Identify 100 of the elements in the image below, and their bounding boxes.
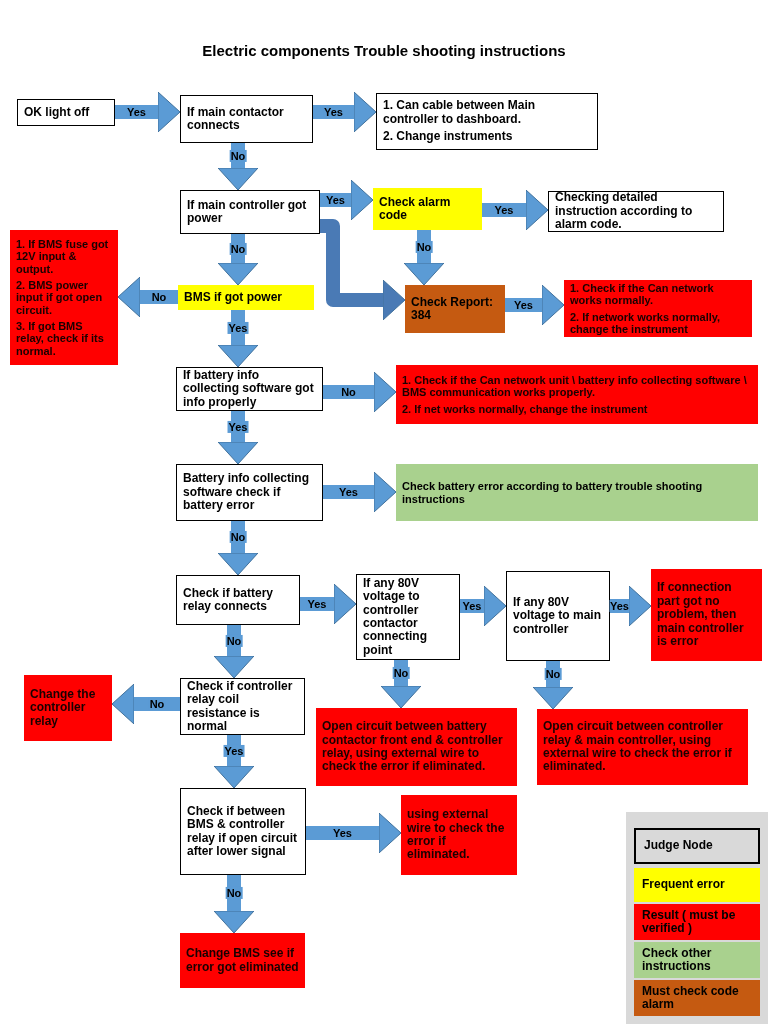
node-text: Open circuit between controller relay & main controller, using external wire to check the error if eliminated.	[543, 720, 733, 774]
process-box	[176, 575, 300, 625]
node-text: BMS if got power	[184, 290, 283, 305]
legend-text: Judge Node	[644, 839, 713, 853]
node-text: If battery info collecting software got info properly	[183, 368, 315, 410]
block-arrow	[217, 411, 259, 465]
block-arrow	[213, 875, 255, 934]
node-text: 2. Change instruments	[383, 130, 514, 144]
result-box	[316, 708, 517, 786]
block-arrow	[532, 661, 574, 710]
alarm-check-box	[405, 285, 505, 333]
process-box	[180, 788, 306, 875]
edge-label: Yes	[126, 105, 147, 119]
node-text: If main controller got power	[187, 198, 308, 226]
node-text: If main contactor connects	[187, 105, 285, 133]
node-text: 2. If network works normally, change the instrument	[570, 310, 722, 336]
block-arrow	[313, 91, 377, 133]
edge-label: Yes	[223, 744, 245, 757]
edge-label: No	[229, 530, 247, 544]
edge-label: No	[415, 240, 433, 253]
edge-label: No	[392, 666, 410, 680]
legend-text: Must check code alarm	[642, 984, 740, 1012]
result-box	[24, 675, 112, 741]
process-box	[376, 93, 598, 150]
edge-label: No	[150, 290, 168, 304]
block-arrow	[505, 284, 565, 326]
node-text: Battery info collecting software check if battery error	[183, 472, 311, 513]
result-box	[401, 795, 517, 875]
node-text: If any 80V voltage to main controller	[513, 595, 602, 637]
frequent-error-box	[373, 188, 482, 230]
node-text: If any 80V voltage to controller contactor connecting point	[363, 576, 428, 658]
node-text: Change BMS see if error got eliminated	[186, 947, 299, 974]
node-text: Check if between BMS & controller relay if open circuit after lower signal	[187, 804, 299, 859]
block-arrow	[380, 660, 422, 709]
node-text: Checking detailed instruction according to alarm code.	[555, 191, 694, 232]
process-box	[356, 574, 460, 660]
block-arrow	[213, 735, 255, 789]
block-arrow	[217, 143, 259, 191]
block-arrow	[320, 179, 374, 221]
result-box	[10, 230, 118, 365]
block-arrow	[323, 371, 397, 413]
edge-label: Yes	[332, 826, 353, 840]
instruction-box	[396, 464, 758, 521]
edge-label: No	[229, 149, 247, 162]
frequent-error-box	[178, 285, 314, 310]
block-arrow	[482, 189, 549, 231]
block-arrow	[217, 310, 259, 368]
node-text: Check battery error according to battery trouble shooting instructions	[402, 480, 704, 505]
block-arrow	[610, 585, 652, 627]
node-text: 1. Check if the Can network works normally.	[570, 281, 715, 307]
node-text: 2. BMS power input if got open circuit.	[16, 279, 104, 316]
block-arrow	[115, 91, 181, 133]
edge-label: Yes	[338, 485, 359, 499]
edge-label: Yes	[323, 105, 344, 119]
edge-label: Yes	[493, 203, 515, 217]
node-text: 1. Check if the Can network unit \ battery info collecting software \ BMS communication works properly.	[402, 374, 748, 399]
edge-label: No	[544, 667, 562, 681]
diagram-title: Electric components Trouble shooting instructions	[201, 42, 567, 59]
edge-label: Yes	[325, 193, 346, 207]
node-text: using external wire to check the error if eliminated.	[407, 808, 506, 862]
node-text: Check if battery relay connects	[183, 586, 275, 614]
edge-label: No	[225, 634, 243, 647]
node-text: If connection part got no problem, then main controller is error	[657, 581, 745, 649]
node-text: Change the controller relay	[30, 687, 97, 729]
node-text: OK light off	[24, 105, 91, 120]
process-box	[180, 190, 320, 234]
legend-text: Result ( must be verified )	[642, 908, 737, 936]
block-arrow	[403, 230, 445, 286]
process-box	[180, 95, 313, 143]
node-text: Check if controller relay coil resistance is normal	[187, 679, 294, 734]
result-box	[396, 365, 758, 424]
result-box	[537, 709, 748, 785]
node-text: 1. If BMS fuse got 12V input & output.	[16, 238, 110, 276]
edge-label: No	[229, 242, 247, 255]
node-text: Open circuit between battery contactor front end & controller relay, using external wire to check the error if eliminated.	[322, 720, 504, 774]
legend-text: Frequent error	[642, 878, 725, 892]
edge-label: Yes	[227, 420, 249, 433]
result-box	[180, 933, 305, 988]
result-box	[651, 569, 762, 661]
block-arrow	[306, 812, 402, 854]
edge-label: No	[340, 385, 357, 399]
block-arrow	[217, 234, 259, 286]
legend-text: Check other instructions	[642, 946, 713, 974]
edge-label: Yes	[227, 321, 249, 334]
edge-label: Yes	[306, 597, 328, 611]
block-arrow	[213, 625, 255, 679]
result-box	[564, 280, 752, 337]
node-text: Check alarm code	[379, 195, 452, 223]
edge-label: Yes	[513, 298, 534, 312]
block-arrow	[117, 276, 178, 318]
block-arrow	[300, 583, 357, 625]
process-box	[548, 191, 724, 232]
node-text: 2. If net works normally, change the instrument	[402, 402, 649, 415]
process-box	[17, 99, 115, 126]
block-arrow	[217, 521, 259, 576]
process-box	[506, 571, 610, 661]
edge-label: No	[148, 697, 166, 711]
edge-label: No	[225, 886, 243, 900]
node-text: 1. Can cable between Main controller to dashboard.	[383, 99, 537, 127]
block-arrow	[111, 683, 180, 725]
